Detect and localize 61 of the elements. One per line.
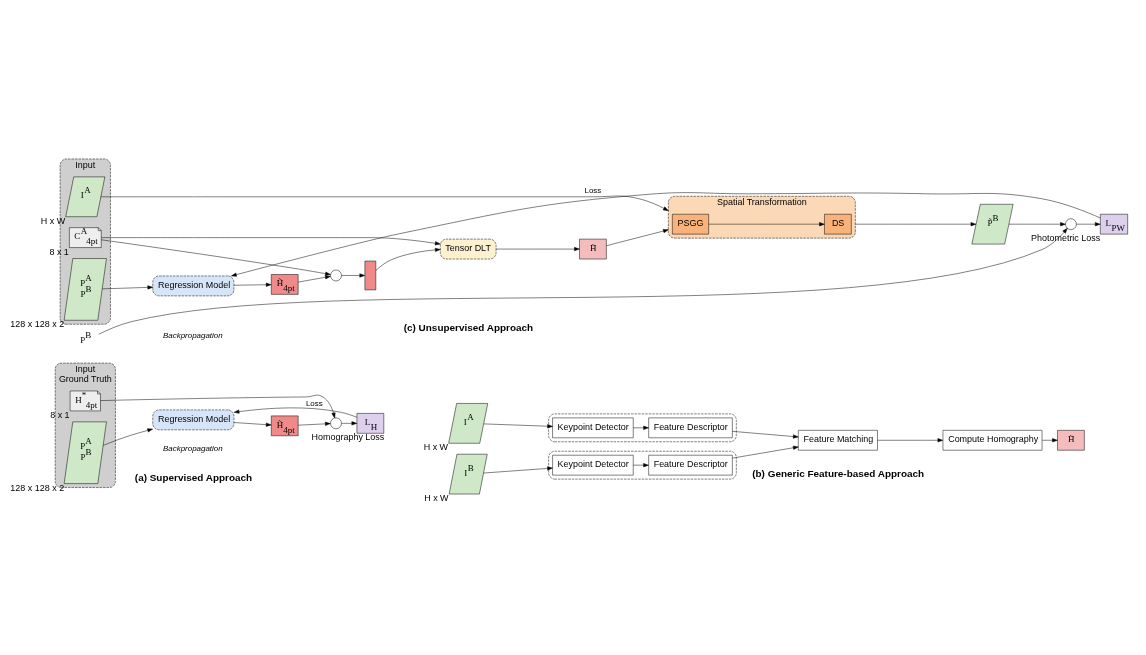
label: Backpropagation: [162, 330, 223, 340]
node-box: Keypoint Detector: [552, 417, 634, 439]
arrow: [877, 438, 944, 443]
node-circle: [330, 417, 342, 430]
node-box: Feature Descriptor: [648, 417, 733, 439]
node-box: PSGG: [672, 214, 709, 235]
arrow: [732, 431, 799, 439]
arrow: [341, 273, 365, 278]
arrow: [606, 229, 669, 246]
arrow: [483, 466, 553, 474]
node-label: 8 x 1: [49, 246, 69, 257]
node-circle: [1065, 218, 1077, 230]
arrow: [1008, 222, 1066, 227]
node-label: 128 x 128 x 2: [10, 319, 65, 330]
label: (b) Generic Feature-based Approach: [752, 468, 925, 480]
edge-label: Loss: [584, 186, 602, 196]
arrow: [233, 407, 358, 418]
edge-label: Loss: [305, 398, 323, 408]
node-label: H x W: [40, 215, 66, 226]
arrow: [375, 247, 441, 271]
arrow: [101, 239, 331, 276]
node-label: H x W: [424, 493, 449, 504]
arrow: [732, 445, 799, 459]
arrow: [495, 247, 580, 252]
node-circle: [330, 269, 342, 282]
node-label: Photometric Loss: [1031, 233, 1101, 244]
node-label: Homography Loss: [311, 432, 385, 443]
arrow: [100, 195, 669, 211]
arrow: [231, 192, 1101, 277]
node-box: H̃: [579, 238, 607, 260]
node-box: Feature Matching: [798, 430, 878, 451]
label: (a) Supervised Approach: [134, 471, 253, 483]
arrow: [1042, 438, 1058, 443]
label: (c) Unsupervised Approach: [403, 322, 534, 334]
node-box: Regression Model: [152, 409, 235, 431]
arrow: [633, 463, 649, 468]
node-box: Feature Descriptor: [648, 454, 733, 476]
arrow: [297, 421, 331, 426]
node-box: DS: [824, 214, 852, 235]
node-box: Compute Homography: [942, 430, 1043, 451]
node-box: Tensor DLT: [440, 238, 497, 260]
arrow: [233, 422, 272, 427]
arrow: [102, 285, 153, 290]
arrow: [855, 222, 977, 227]
arrow: [341, 421, 358, 426]
node-bar: [364, 260, 377, 291]
arrow: [1076, 222, 1101, 227]
arrow: [297, 275, 331, 283]
arrow: [233, 282, 272, 287]
node-box: Regression Model: [152, 275, 235, 297]
arrow: [98, 228, 1068, 335]
node-label: H x W: [423, 442, 449, 453]
arrow: [100, 394, 336, 419]
node-box: H̃: [1057, 430, 1085, 451]
arrow: [102, 428, 153, 446]
arrow: [101, 237, 441, 246]
arrow: [633, 425, 649, 430]
arrow: [708, 222, 825, 227]
arrow: [483, 423, 553, 429]
node-box: Keypoint Detector: [552, 454, 634, 476]
label: Backpropagation: [162, 444, 223, 454]
